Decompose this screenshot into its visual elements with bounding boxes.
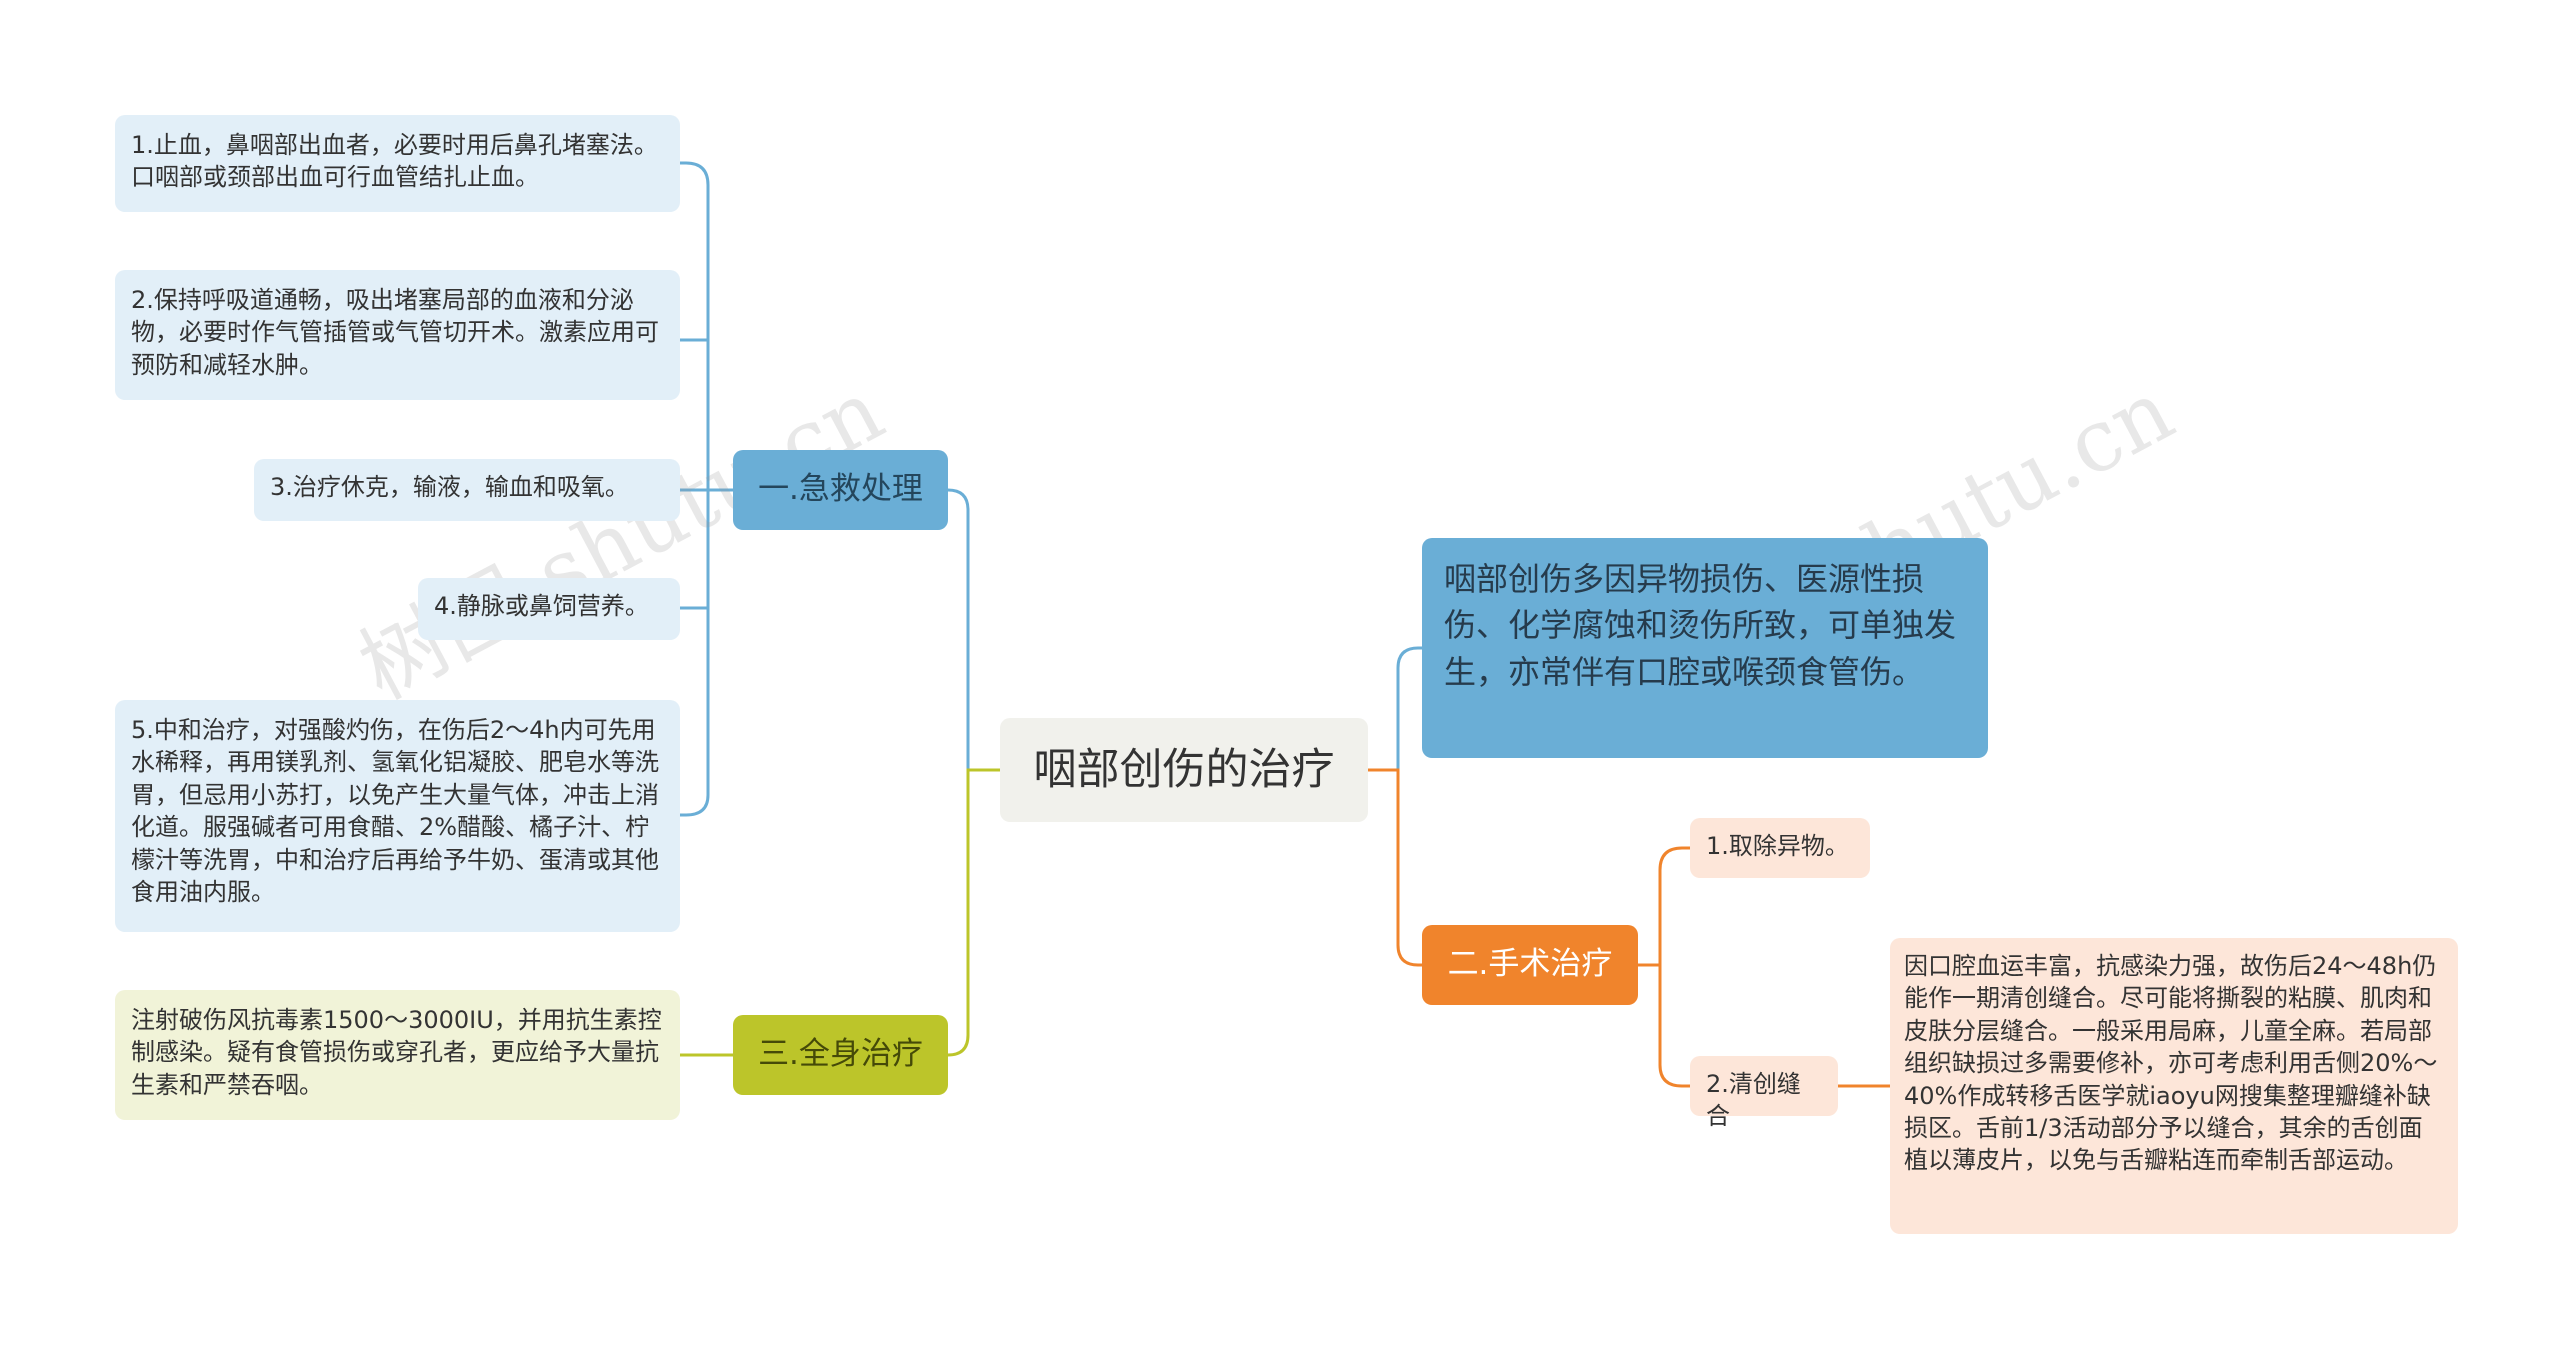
surgery-child-remove-foreign-body[interactable]: 1.取除异物。 [1690, 818, 1870, 878]
first-aid-item-5-text: 5.中和治疗，对强酸灼伤，在伤后2～4h内可先用水稀释，再用镁乳剂、氢氧化铝凝胶… [131, 716, 659, 906]
systemic-item-1[interactable]: 注射破伤风抗毒素1500～3000IU，并用抗生素控制感染。疑有食管损伤或穿孔者… [115, 990, 680, 1120]
debridement-detail[interactable]: 因口腔血运丰富，抗感染力强，故伤后24～48h仍能作一期清创缝合。尽可能将撕裂的… [1890, 938, 2458, 1234]
connector-first-aid-spine [706, 185, 733, 795]
systemic-item-1-text: 注射破伤风抗毒素1500～3000IU，并用抗生素控制感染。疑有食管损伤或穿孔者… [131, 1006, 662, 1099]
first-aid-item-4-text: 4.静脉或鼻饲营养。 [434, 592, 649, 620]
first-aid-item-3-text: 3.治疗休克，输液，输血和吸氧。 [270, 473, 629, 501]
root-topic-label: 咽部创伤的治疗 [1033, 744, 1335, 795]
branch-systemic-label: 三.全身治疗 [758, 1036, 923, 1073]
connector-root-description [1368, 646, 1422, 772]
root-topic[interactable]: 咽部创伤的治疗 [1000, 718, 1368, 822]
description-node[interactable]: 咽部创伤多因异物损伤、医源性损伤、化学腐蚀和烫伤所致，可单独发生，亦常伴有口腔或… [1422, 538, 1988, 758]
first-aid-item-1[interactable]: 1.止血，鼻咽部出血者，必要时用后鼻孔堵塞法。口咽部或颈部出血可行血管结扎止血。 [115, 115, 680, 212]
branch-first-aid-label: 一.急救处理 [758, 471, 923, 508]
debridement-detail-text: 因口腔血运丰富，抗感染力强，故伤后24～48h仍能作一期清创缝合。尽可能将撕裂的… [1904, 952, 2438, 1175]
first-aid-item-4[interactable]: 4.静脉或鼻饲营养。 [418, 578, 680, 640]
description-text: 咽部创伤多因异物损伤、医源性损伤、化学腐蚀和烫伤所致，可单独发生，亦常伴有口腔或… [1444, 560, 1957, 691]
surgery-child-1-text: 1.取除异物。 [1706, 832, 1849, 860]
connector-root-first-aid [947, 488, 1000, 772]
branch-surgery-label: 二.手术治疗 [1447, 946, 1613, 983]
first-aid-item-1-text: 1.止血，鼻咽部出血者，必要时用后鼻孔堵塞法。口咽部或颈部出血可行血管结扎止血。 [131, 131, 658, 192]
connector-root-systemic [947, 768, 1000, 1057]
first-aid-item-2-text: 2.保持呼吸道通畅，吸出堵塞局部的血液和分泌物，必要时作气管插管或气管切开术。激… [131, 286, 659, 379]
branch-surgery[interactable]: 二.手术治疗 [1422, 925, 1638, 1005]
connector-surgery-spine [1638, 870, 1662, 1065]
surgery-child-debridement[interactable]: 2.清创缝合 [1690, 1056, 1838, 1130]
first-aid-item-3[interactable]: 3.治疗休克，输液，输血和吸氧。 [254, 459, 680, 521]
connector-leaf-1 [680, 161, 710, 186]
branch-systemic[interactable]: 三.全身治疗 [733, 1015, 948, 1095]
connector-surgery-child-2 [1658, 1064, 1690, 1088]
connector-root-surgery [1368, 768, 1422, 967]
surgery-child-2-text: 2.清创缝合 [1706, 1070, 1801, 1131]
first-aid-item-2[interactable]: 2.保持呼吸道通畅，吸出堵塞局部的血液和分泌物，必要时作气管插管或气管切开术。激… [115, 270, 680, 400]
connector-leaf-5 [680, 794, 710, 817]
first-aid-item-5[interactable]: 5.中和治疗，对强酸灼伤，在伤后2～4h内可先用水稀释，再用镁乳剂、氢氧化铝凝胶… [115, 700, 680, 932]
branch-first-aid[interactable]: 一.急救处理 [733, 450, 948, 530]
connector-surgery-child-1 [1658, 846, 1690, 871]
